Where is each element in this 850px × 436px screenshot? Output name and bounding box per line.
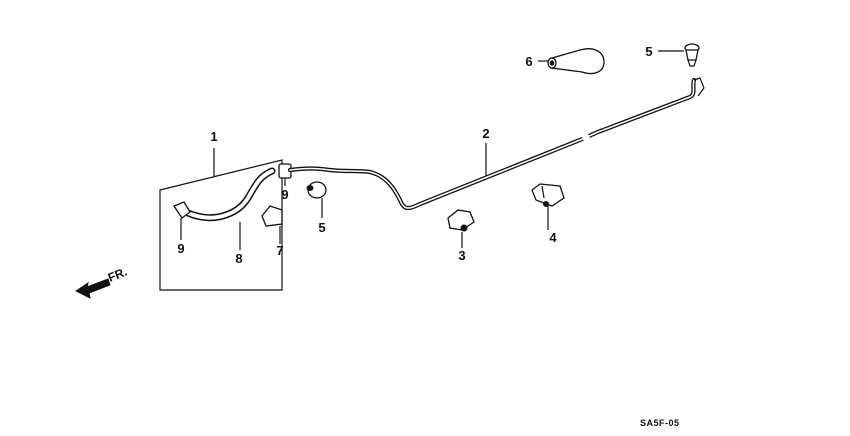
callout-5-lower: 5 bbox=[318, 220, 325, 235]
callout-4: 4 bbox=[549, 230, 557, 245]
front-label: FR. bbox=[106, 265, 129, 285]
cap-part-6 bbox=[538, 48, 605, 75]
assembly-box bbox=[159, 148, 283, 291]
clamp-part-9-right bbox=[278, 163, 292, 186]
clip-part-7 bbox=[261, 205, 283, 244]
callout-5-upper: 5 bbox=[645, 44, 652, 59]
hose-part-8 bbox=[184, 167, 276, 250]
grommet-part-5-lower bbox=[306, 181, 327, 218]
callout-8: 8 bbox=[235, 251, 242, 266]
callout-1: 1 bbox=[210, 129, 217, 144]
rod-part-2 bbox=[287, 77, 705, 211]
callout-9-right: 9 bbox=[281, 187, 288, 202]
callout-2: 2 bbox=[482, 126, 489, 141]
grommet-part-5-upper bbox=[658, 43, 700, 67]
clip-part-4 bbox=[531, 183, 565, 230]
clamp-part-9-left bbox=[173, 201, 191, 240]
front-arrow: FR. bbox=[75, 265, 129, 299]
callout-9-left: 9 bbox=[177, 241, 184, 256]
callout-6: 6 bbox=[525, 54, 532, 69]
drawing-code: SA5F-05 bbox=[640, 418, 680, 428]
clip-part-3 bbox=[447, 209, 475, 248]
callout-3: 3 bbox=[458, 248, 465, 263]
callout-7: 7 bbox=[276, 243, 283, 258]
